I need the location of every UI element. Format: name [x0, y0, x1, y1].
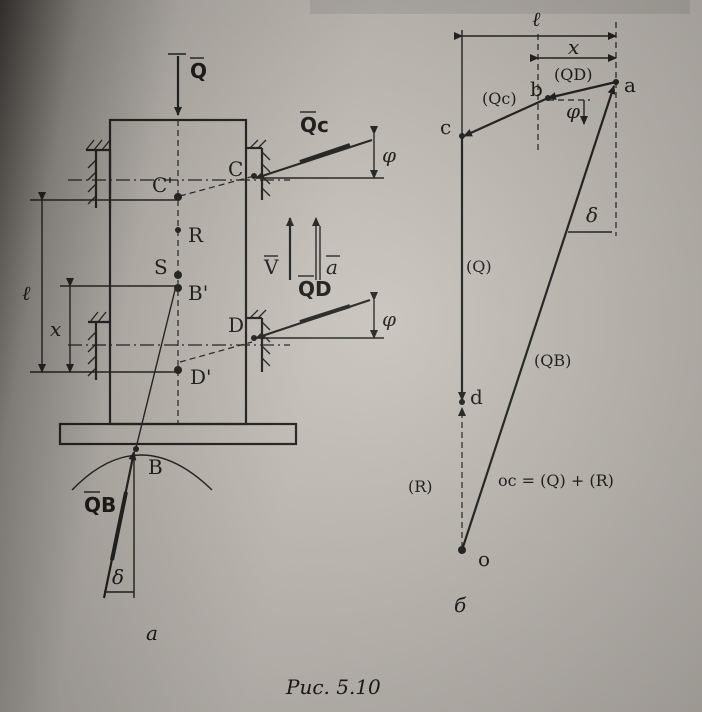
label-vec-q: (Q) — [466, 257, 492, 276]
guide-right-lower — [246, 309, 271, 372]
label-vec-r: (R) — [408, 477, 433, 496]
point-s — [174, 271, 182, 279]
panel-a-label: а — [146, 621, 158, 645]
label-c-b: c — [440, 115, 451, 139]
guide-right-upper — [246, 139, 271, 200]
base-plate — [58, 422, 298, 446]
vector-qc — [463, 96, 549, 138]
label-qb: QB — [84, 493, 116, 517]
label-a-b: a — [624, 73, 636, 97]
label-vec-qc: (Qc) — [482, 89, 517, 108]
panel-b: ℓ x a b c d o (Qc) (QD) (Q) (R) (QB) φ δ… — [408, 7, 636, 617]
label-o-b: o — [478, 547, 490, 571]
label-d-prime: D' — [190, 365, 212, 389]
figure-caption: Рис. 5.10 — [285, 675, 381, 699]
point-d-prime — [174, 366, 182, 374]
label-q: Q — [190, 59, 207, 83]
point-d — [251, 335, 257, 341]
label-r: R — [188, 223, 204, 247]
point-b-b — [545, 95, 551, 101]
roller-arc — [71, 454, 213, 491]
label-phi-mid: φ — [382, 307, 396, 331]
panel-a: Q Qc QD QB C C' D D' B B' R S V a φ φ δ … — [22, 53, 396, 645]
vector-qd — [547, 80, 617, 101]
label-c: C — [228, 157, 243, 181]
label-equation: oc = (Q) + (R) — [498, 471, 614, 490]
label-d-b: d — [470, 385, 483, 409]
label-dim-l-b: ℓ — [532, 7, 541, 31]
point-b-prime — [174, 284, 182, 292]
label-phi-top: φ — [382, 143, 396, 167]
guide-left-lower — [87, 311, 110, 380]
vector-qb — [460, 85, 616, 551]
label-qc: Qc — [300, 113, 329, 137]
label-vec-qb: (QB) — [534, 351, 571, 370]
label-c-prime: C' — [152, 173, 173, 197]
point-d-b — [459, 399, 465, 405]
label-dim-l-a: ℓ — [22, 281, 31, 305]
line-b-bprime — [135, 285, 177, 449]
label-vec-qd: (QD) — [554, 65, 592, 84]
label-b: B — [148, 455, 163, 479]
label-s: S — [154, 255, 168, 279]
label-v: V — [263, 255, 279, 279]
label-qd: QD — [298, 277, 332, 301]
label-a: a — [326, 255, 338, 279]
point-a-b — [613, 79, 619, 85]
point-b — [133, 446, 139, 452]
label-phi-b: φ — [566, 99, 580, 123]
label-b-prime: B' — [188, 281, 208, 305]
label-dim-x-b: x — [568, 35, 579, 59]
panel-b-label: б — [454, 593, 467, 617]
bleed-through-text — [310, 0, 690, 14]
point-o-b — [458, 546, 466, 554]
label-delta-b: δ — [586, 203, 598, 227]
point-c-b — [459, 133, 465, 139]
point-c — [251, 173, 257, 179]
label-d: D — [228, 313, 244, 337]
label-delta-a: δ — [112, 565, 124, 589]
label-b-b: b — [530, 77, 543, 101]
guide-left-upper — [85, 139, 112, 208]
point-c-prime — [174, 193, 182, 201]
label-dim-x-a: x — [50, 317, 61, 341]
